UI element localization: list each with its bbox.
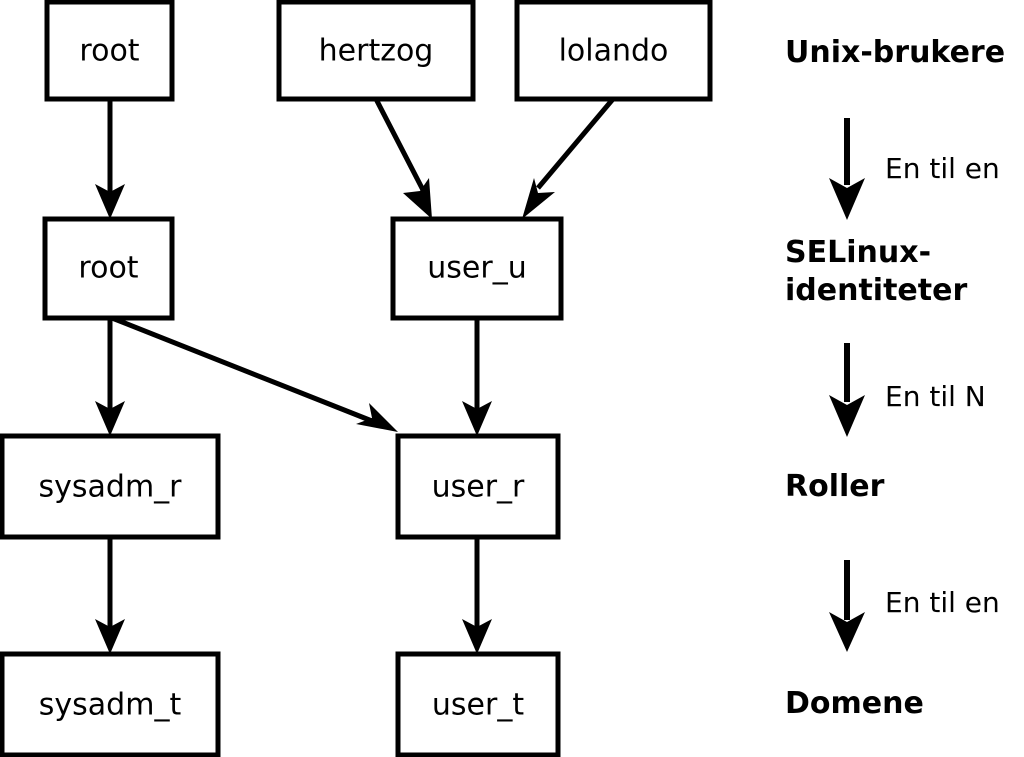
node-label: user_t: [432, 688, 524, 723]
node-label: root: [78, 251, 138, 286]
legend-tier-label-line2: identiteter: [785, 273, 967, 308]
edge-unix-root-to-selinux-root: [95, 99, 125, 219]
legend-tier-label: Unix-brukere: [785, 35, 1005, 70]
arrowhead-icon: [356, 403, 398, 432]
legend-relation-label: En til en: [885, 152, 1000, 185]
edge-user-u-to-user-r: [462, 318, 492, 436]
legend-relation-unix-to-selinux: En til en: [829, 118, 1000, 220]
node-label: root: [79, 34, 139, 69]
node-domain-user-t[interactable]: user_t: [395, 651, 561, 757]
arrowhead-icon: [95, 401, 125, 436]
node-unix-root[interactable]: root: [44, 0, 175, 102]
edge-selinux-root-to-sysadm-r: [95, 318, 125, 436]
legend-tier-roller: Roller: [785, 469, 885, 504]
edge-line: [536, 97, 615, 190]
legend-tier-label-line1: SELinux-: [785, 235, 931, 270]
node-box: [395, 433, 561, 540]
legend-relation-roles-to-domains: En til en: [829, 560, 1000, 652]
node-role-sysadm-r[interactable]: sysadm_r: [0, 433, 221, 540]
node-box: [44, 0, 175, 102]
node-label: sysadm_t: [39, 688, 182, 723]
node-role-user-r[interactable]: user_r: [395, 433, 561, 540]
node-label: hertzog: [319, 34, 434, 69]
node-label: sysadm_r: [39, 470, 183, 505]
node-label: user_u: [427, 251, 526, 286]
node-label: user_r: [432, 470, 525, 505]
edge-user-r-to-user-t: [462, 537, 492, 654]
node-selinux-root[interactable]: root: [42, 216, 175, 321]
legend-relation-label: En til en: [885, 586, 1000, 619]
node-selinux-user-u[interactable]: user_u: [390, 216, 564, 321]
arrowhead-icon: [462, 619, 492, 654]
node-unix-lolando[interactable]: lolando: [514, 0, 713, 102]
arrowhead-icon: [522, 178, 555, 219]
arrowhead-icon: [462, 401, 492, 436]
node-box: [0, 651, 221, 757]
node-box: [514, 0, 713, 102]
node-box: [395, 651, 561, 757]
arrowhead-icon: [829, 178, 865, 220]
arrowhead-icon: [95, 184, 125, 219]
node-unix-hertzog[interactable]: hertzog: [276, 0, 476, 102]
legend-tier-label: Roller: [785, 469, 885, 504]
arrowhead-icon: [829, 612, 865, 652]
node-label: lolando: [559, 34, 669, 69]
node-box: [42, 216, 175, 321]
node-domain-sysadm-t[interactable]: sysadm_t: [0, 651, 221, 757]
edge-line: [373, 97, 427, 194]
edge-lolando-to-user-u: [522, 97, 615, 219]
edge-hertzog-to-user-u: [373, 97, 432, 219]
legend-relation-label: En til N: [885, 380, 986, 413]
legend-tier-domene: Domene: [785, 686, 924, 721]
legend-tier-label: Domene: [785, 686, 924, 721]
edge-sysadm-r-to-sysadm-t: [95, 537, 125, 654]
legend-relation-selinux-to-roles: En til N: [829, 343, 986, 437]
node-box: [276, 0, 476, 102]
legend-tier-selinux-identiteter: SELinux- identiteter: [785, 235, 967, 308]
arrowhead-icon: [829, 395, 865, 437]
node-box: [390, 216, 564, 321]
legend-tier-unix-brukere: Unix-brukere: [785, 35, 1005, 70]
arrowhead-icon: [95, 619, 125, 654]
edge-selinux-root-to-user-r: [111, 315, 398, 432]
edge-line: [111, 315, 373, 424]
arrowhead-icon: [403, 178, 432, 219]
node-box: [0, 433, 221, 540]
